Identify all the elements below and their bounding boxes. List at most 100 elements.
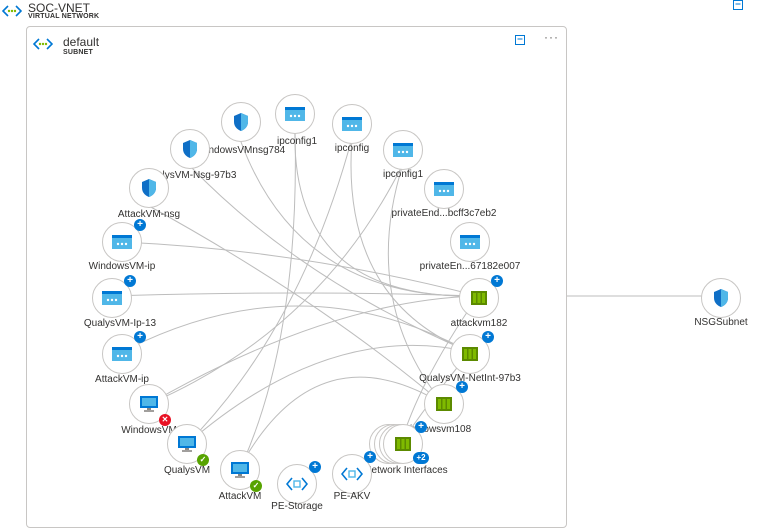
node-windowsvmnsg784[interactable] (221, 102, 261, 142)
expand-plus-icon[interactable]: + (134, 219, 146, 231)
node-ipconfig[interactable] (332, 104, 372, 144)
subnet-subtitle: SUBNET (63, 49, 93, 56)
shield-icon (183, 140, 197, 158)
node-label: ipconfig1 (382, 169, 424, 180)
success-status-icon: ✓ (197, 454, 209, 466)
expand-plus-icon[interactable]: + (482, 331, 494, 343)
monitor-icon (231, 462, 249, 478)
node-label: AttackVM (218, 491, 262, 502)
topology-edges (111, 127, 719, 461)
edge (243, 376, 444, 461)
vnet-title: SOC-VNET (28, 1, 91, 15)
node-label: attackvm182 (450, 318, 508, 329)
shield-icon (234, 113, 248, 131)
more-options-button[interactable]: ··· (544, 30, 559, 44)
nic-card-icon (436, 397, 452, 411)
public-ip-icon (112, 347, 132, 361)
expand-plus-icon[interactable]: + (364, 451, 376, 463)
node-label: ipconfig (334, 143, 370, 154)
edge (148, 163, 404, 405)
node-label: windowsvm108 (402, 424, 472, 435)
node-qualysvm-ip[interactable]: + (92, 275, 136, 318)
edge (243, 127, 296, 461)
edge (148, 205, 444, 405)
private-endpoint-icon (341, 467, 363, 481)
node-label: privateEn...67182e007 (419, 261, 521, 272)
node-label: WindowsVM (121, 425, 177, 436)
expand-plus-icon[interactable]: + (124, 275, 136, 287)
node-privateend-bcff[interactable] (424, 169, 464, 209)
expand-plus-icon[interactable]: + (456, 381, 468, 393)
expand-plus-icon[interactable]: + (415, 421, 427, 433)
node-label: QualysVM (163, 465, 211, 476)
node-attackvm-ip[interactable]: + (102, 331, 146, 374)
node-label: QualysVM-Nsg-97b3 (143, 170, 237, 181)
edge (186, 344, 471, 445)
vnet-header: SOC-VNET VIRTUAL NETWORK (0, 0, 200, 24)
node-attackvm182[interactable]: + (459, 275, 503, 318)
node-label: AttackVM-ip (95, 374, 149, 385)
node-label: PE-AKV (333, 491, 371, 502)
monitor-icon (140, 396, 158, 412)
virtual-network-icon (2, 5, 22, 17)
node-label: PE-Storage (271, 501, 323, 512)
node-windowsvm108[interactable]: + (424, 381, 468, 424)
node-qualysvm-nsg[interactable] (170, 129, 210, 169)
public-ip-icon (112, 235, 132, 249)
monitor-icon (178, 436, 196, 452)
expand-plus-icon[interactable]: + (309, 461, 321, 473)
edge (294, 127, 479, 297)
edge (240, 141, 479, 297)
node-label: ipconfig1 (276, 136, 318, 147)
node-label: QualysVM-Ip-13 (83, 318, 157, 329)
subnet-icon (33, 38, 53, 50)
node-label: WindowsVMnsg784 (196, 145, 286, 156)
nic-card-icon (471, 291, 487, 305)
edge (121, 305, 471, 353)
network-interface-icon (393, 143, 413, 157)
nic-card-icon (462, 347, 478, 361)
network-interface-icon (342, 117, 362, 131)
network-interface-icon (460, 235, 480, 249)
network-interface-icon (434, 182, 454, 196)
edge (186, 137, 353, 445)
node-ipconfig1-b[interactable] (383, 130, 423, 170)
expand-plus-icon[interactable]: + (134, 331, 146, 343)
private-endpoint-icon (286, 477, 308, 491)
node-pe-akv[interactable]: + (332, 451, 376, 494)
public-ip-icon (102, 291, 122, 305)
node-attackvm[interactable]: ✓ (220, 450, 262, 492)
expand-plus-icon[interactable]: + (491, 275, 503, 287)
node-label: QualysVM-NetInt-97b3 (419, 373, 521, 384)
error-status-icon: ✕ (159, 414, 171, 426)
nic-card-icon (395, 437, 411, 451)
network-interface-icon (285, 107, 305, 121)
node-windowsvm-ip[interactable]: + (102, 219, 146, 262)
node-pe-storage[interactable]: + (277, 461, 321, 504)
node-qualysvm[interactable]: ✓ (167, 424, 209, 466)
card-collapse-icon[interactable] (515, 35, 525, 45)
node-nsgsubnet[interactable] (701, 278, 741, 318)
edge (148, 295, 479, 405)
vnet-subtitle: VIRTUAL NETWORK (28, 13, 100, 20)
node-windowsvm[interactable]: ✕ (129, 384, 171, 426)
node-label: privateEnd...bcff3c7eb2 (391, 208, 497, 219)
success-status-icon: ✓ (250, 480, 262, 492)
shield-icon (142, 179, 156, 197)
count-badge: +2 (413, 452, 429, 464)
node-privateen-67182[interactable] (450, 222, 490, 262)
subnet-title: default (63, 35, 100, 49)
node-ipconfig1-a[interactable] (275, 94, 315, 134)
node-network-interfaces[interactable]: + +2 (369, 421, 429, 464)
edge (387, 163, 444, 405)
node-label: WindowsVM-ip (88, 261, 156, 272)
edge (111, 292, 479, 297)
node-qualysvm-netint[interactable]: + (450, 331, 494, 374)
node-label: NSGSubnet (694, 317, 748, 328)
shield-icon (714, 289, 728, 307)
collapse-icon[interactable] (733, 0, 743, 10)
node-attackvm-nsg[interactable] (129, 168, 169, 208)
node-label: Network Interfaces (364, 465, 448, 476)
edge (189, 165, 471, 353)
node-label: AttackVM-nsg (117, 209, 181, 220)
